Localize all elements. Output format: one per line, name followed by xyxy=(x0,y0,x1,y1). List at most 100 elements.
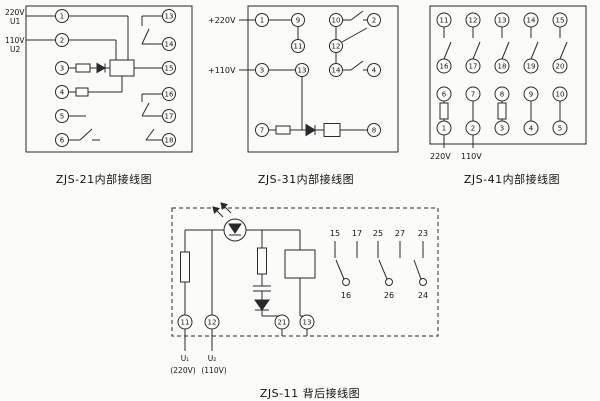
zjs21-label-220v: 220V xyxy=(5,8,25,17)
zjs11-contact-blade xyxy=(378,259,388,280)
svg-text:6: 6 xyxy=(60,137,65,145)
zjs41-terminal-4: 4 xyxy=(523,120,539,136)
zjs21-resistor xyxy=(75,63,91,73)
svg-text:9: 9 xyxy=(529,91,533,99)
zjs31-contact-blade xyxy=(350,10,364,21)
zjs31-diode xyxy=(305,123,316,137)
svg-text:15: 15 xyxy=(165,65,174,73)
zjs11-resistor-1 xyxy=(180,251,190,283)
zjs21-terminal-14: 14 xyxy=(162,37,176,51)
zjs21-terminal-15: 15 xyxy=(162,61,176,75)
zjs11-label-110v: (110V) xyxy=(201,366,226,375)
svg-text:7: 7 xyxy=(471,91,475,99)
svg-text:16: 16 xyxy=(440,63,449,71)
caption-zjs31: ZJS-31内部接线图 xyxy=(257,173,355,186)
zjs11-contacts: 15 17 25 27 23 16 26 24 xyxy=(330,229,428,300)
svg-text:2: 2 xyxy=(372,17,376,25)
zjs11-label-u1: U₁ xyxy=(181,354,190,363)
zjs11-wiring xyxy=(180,229,316,351)
svg-text:19: 19 xyxy=(527,63,536,71)
zjs21-contact-blade xyxy=(141,102,150,117)
zjs41-terminal-15: 15 xyxy=(552,12,568,28)
contact-26: 26 xyxy=(384,291,394,300)
zjs41-terminal-14: 14 xyxy=(523,12,539,28)
zjs21-label-u1: U1 xyxy=(10,17,20,26)
contact-17: 17 xyxy=(352,229,362,238)
svg-text:15: 15 xyxy=(556,17,565,25)
zjs11-terminal-12: 12 xyxy=(204,314,220,330)
zjs41-terminal-8: 8 xyxy=(494,86,510,102)
panel-zjs11: 15 17 25 27 23 16 26 24 11 12 21 13 U₁ U… xyxy=(150,200,470,401)
contact-27: 27 xyxy=(395,229,405,238)
zjs41-contact-blade xyxy=(559,41,568,60)
zjs21-diode xyxy=(96,62,107,74)
zjs21-schematic: 220V U1 110V U2 xyxy=(5,5,193,153)
zjs41-label-110v: 110V xyxy=(461,152,482,161)
caption-zjs41: ZJS-41内部接线图 xyxy=(463,173,561,186)
zjs11-label-220v: (220V) xyxy=(170,366,195,375)
zjs11-schematic: 15 17 25 27 23 16 26 24 11 12 21 13 U₁ U… xyxy=(170,202,439,375)
svg-text:6: 6 xyxy=(442,91,447,99)
svg-text:10: 10 xyxy=(332,17,341,25)
zjs41-terminal-13: 13 xyxy=(494,12,510,28)
svg-text:14: 14 xyxy=(332,67,341,75)
svg-text:3: 3 xyxy=(260,67,264,75)
contact-16: 16 xyxy=(341,291,351,300)
zjs31-terminal-7: 7 xyxy=(255,123,269,137)
zjs41-outline xyxy=(429,5,587,145)
led-arrow-icon xyxy=(212,206,220,214)
zjs11-resistor-2 xyxy=(257,247,267,275)
zjs21-terminal-16: 16 xyxy=(162,87,176,101)
zjs21-terminal-4: 4 xyxy=(55,85,69,99)
zjs31-terminal-2: 2 xyxy=(367,13,381,27)
svg-text:5: 5 xyxy=(60,113,64,121)
zjs31-varistor xyxy=(323,123,341,137)
zjs41-terminal-17: 17 xyxy=(465,58,481,74)
zjs21-contact-blade xyxy=(141,28,150,45)
panel-zjs21: 220V U1 110V U2 xyxy=(4,2,204,187)
svg-text:8: 8 xyxy=(500,91,504,99)
svg-text:5: 5 xyxy=(558,125,562,133)
zjs41-resistor-2 xyxy=(497,102,507,120)
zjs41-resistor-1 xyxy=(439,102,449,120)
zjs21-terminal-17: 17 xyxy=(162,109,176,123)
svg-text:7: 7 xyxy=(260,127,264,135)
zjs41-terminal-6: 6 xyxy=(436,86,452,102)
zjs41-contact-blade xyxy=(443,41,452,60)
zjs31-terminal-14: 14 xyxy=(329,63,343,77)
zjs31-terminal-8: 8 xyxy=(367,123,381,137)
svg-text:2: 2 xyxy=(471,125,475,133)
zjs41-terminal-12: 12 xyxy=(465,12,481,28)
svg-text:1: 1 xyxy=(260,17,264,25)
zjs31-terminal-1: 1 xyxy=(255,13,269,27)
svg-text:12: 12 xyxy=(208,319,217,327)
contact-15: 15 xyxy=(330,229,340,238)
zjs31-outline xyxy=(247,5,399,153)
zjs31-contact-blade xyxy=(341,27,368,43)
svg-text:13: 13 xyxy=(298,67,307,75)
zjs41-label-220v: 220V xyxy=(430,152,451,161)
svg-text:4: 4 xyxy=(529,125,534,133)
zjs11-terminal-21: 21 xyxy=(274,314,290,330)
zjs41-terminal-2: 2 xyxy=(465,120,481,136)
svg-text:16: 16 xyxy=(165,91,174,99)
zjs21-terminal-18: 18 xyxy=(162,133,176,147)
zjs11-outline xyxy=(171,207,439,337)
contact-25: 25 xyxy=(373,229,383,238)
zjs11-label-u2: U₂ xyxy=(208,354,217,363)
svg-text:11: 11 xyxy=(440,17,449,25)
zjs31-wiring xyxy=(239,10,368,137)
svg-text:10: 10 xyxy=(556,91,565,99)
zjs21-terminal-6: 6 xyxy=(55,133,69,147)
zjs41-contact-blade xyxy=(501,41,510,60)
zjs41-terminal-1: 1 xyxy=(436,120,452,136)
zjs31-terminal-12: 12 xyxy=(329,39,343,53)
svg-text:13: 13 xyxy=(303,319,312,327)
zjs41-terminal-20: 20 xyxy=(552,58,568,74)
zjs31-terminal-3: 3 xyxy=(255,63,269,77)
zjs21-resistor-2 xyxy=(75,87,89,97)
svg-text:18: 18 xyxy=(498,63,507,71)
zjs41-terminal-11: 11 xyxy=(436,12,452,28)
zjs21-coil xyxy=(109,59,135,77)
zjs41-terminal-18: 18 xyxy=(494,58,510,74)
